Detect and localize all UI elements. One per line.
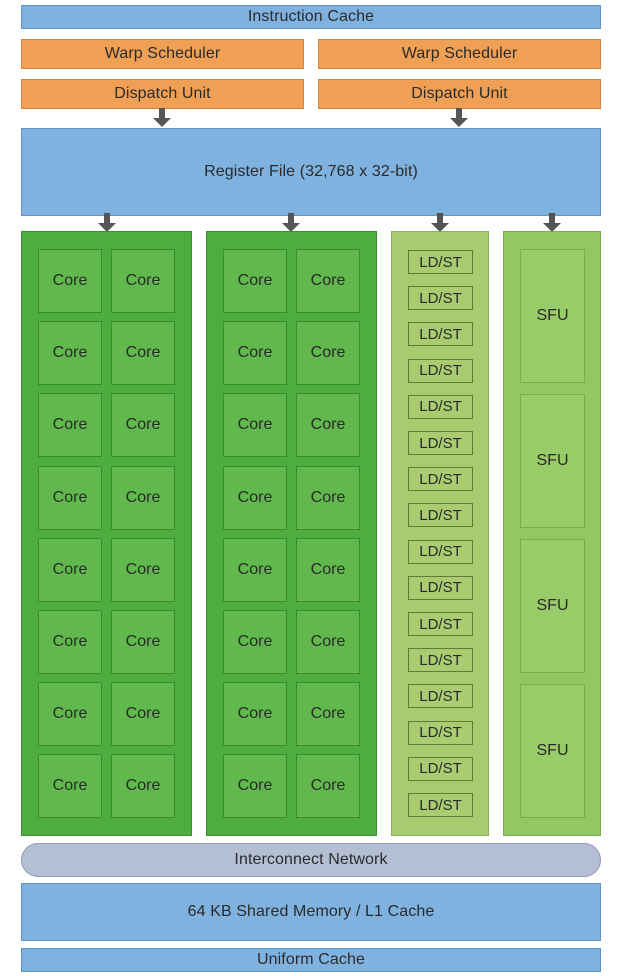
ldst-unit: LD/ST bbox=[408, 539, 473, 564]
core-cell: Core bbox=[38, 610, 102, 674]
ldst-unit: LD/ST bbox=[408, 648, 473, 673]
core-cell: Core bbox=[223, 465, 287, 530]
ldst-unit: LD/ST bbox=[408, 394, 473, 419]
ldst-unit: LD/ST bbox=[408, 612, 473, 636]
core-cell: Core bbox=[38, 682, 102, 747]
core-cell: Core bbox=[38, 754, 102, 819]
ldst-unit: LD/ST bbox=[408, 322, 473, 347]
core-cell: Core bbox=[296, 537, 360, 602]
ldst-unit: LD/ST bbox=[408, 358, 473, 383]
core-cell: Core bbox=[111, 682, 175, 747]
arrow-down-icon bbox=[153, 108, 171, 127]
core-cell: Core bbox=[223, 393, 287, 458]
core-cell: Core bbox=[38, 321, 102, 386]
core-cell: Core bbox=[111, 754, 175, 819]
arrow-down-icon bbox=[431, 213, 449, 232]
warp-scheduler-1: Warp Scheduler bbox=[318, 39, 601, 69]
ldst-unit: LD/ST bbox=[408, 467, 473, 492]
shared-memory-l1-cache: 64 KB Shared Memory / L1 Cache bbox=[21, 883, 601, 941]
core-cell: Core bbox=[223, 610, 287, 674]
register-file: Register File (32,768 x 32-bit) bbox=[21, 128, 601, 216]
sfu-unit: SFU bbox=[520, 684, 585, 818]
core-cell: Core bbox=[296, 754, 360, 819]
interconnect-network: Interconnect Network bbox=[21, 843, 601, 877]
ldst-unit: LD/ST bbox=[408, 575, 473, 600]
core-cell: Core bbox=[223, 321, 287, 386]
core-cell: Core bbox=[296, 465, 360, 530]
arrow-down-icon bbox=[543, 213, 561, 232]
ldst-unit: LD/ST bbox=[408, 720, 473, 745]
core-cell: Core bbox=[296, 393, 360, 458]
core-cell: Core bbox=[296, 249, 360, 313]
arrow-down-icon bbox=[282, 213, 300, 232]
uniform-cache: Uniform Cache bbox=[21, 948, 601, 972]
core-cell: Core bbox=[38, 537, 102, 602]
core-cell: Core bbox=[296, 610, 360, 674]
core-cell: Core bbox=[111, 610, 175, 674]
ldst-column: LD/ST LD/ST LD/ST LD/ST LD/ST LD/ST LD/ST LD/ST… bbox=[391, 231, 489, 836]
core-cell: Core bbox=[296, 321, 360, 386]
ldst-unit: LD/ST bbox=[408, 503, 473, 528]
ldst-unit: LD/ST bbox=[408, 793, 473, 817]
core-cell: Core bbox=[296, 682, 360, 747]
core-cell: Core bbox=[111, 465, 175, 530]
core-cell: Core bbox=[223, 249, 287, 313]
core-cell: Core bbox=[38, 249, 102, 313]
core-cell: Core bbox=[38, 465, 102, 530]
core-cell: Core bbox=[223, 537, 287, 602]
core-cell: Core bbox=[111, 249, 175, 313]
sfu-column: SFU SFU SFU SFU bbox=[503, 231, 601, 836]
core-cell: Core bbox=[111, 537, 175, 602]
ldst-unit: LD/ST bbox=[408, 250, 473, 274]
sfu-unit: SFU bbox=[520, 539, 585, 673]
core-cell: Core bbox=[223, 682, 287, 747]
core-cell: Core bbox=[38, 393, 102, 458]
dispatch-unit-1: Dispatch Unit bbox=[318, 79, 601, 109]
core-cell: Core bbox=[111, 321, 175, 386]
core-cell: Core bbox=[111, 393, 175, 458]
ldst-unit: LD/ST bbox=[408, 431, 473, 455]
ldst-unit: LD/ST bbox=[408, 756, 473, 781]
arrow-down-icon bbox=[450, 108, 468, 127]
instruction-cache: Instruction Cache bbox=[21, 5, 601, 29]
ldst-unit: LD/ST bbox=[408, 286, 473, 311]
warp-scheduler-0: Warp Scheduler bbox=[21, 39, 304, 69]
arrow-down-icon bbox=[98, 213, 116, 232]
sfu-unit: SFU bbox=[520, 394, 585, 528]
dispatch-unit-0: Dispatch Unit bbox=[21, 79, 304, 109]
sfu-unit: SFU bbox=[520, 249, 585, 383]
core-cell: Core bbox=[223, 754, 287, 819]
ldst-unit: LD/ST bbox=[408, 684, 473, 709]
